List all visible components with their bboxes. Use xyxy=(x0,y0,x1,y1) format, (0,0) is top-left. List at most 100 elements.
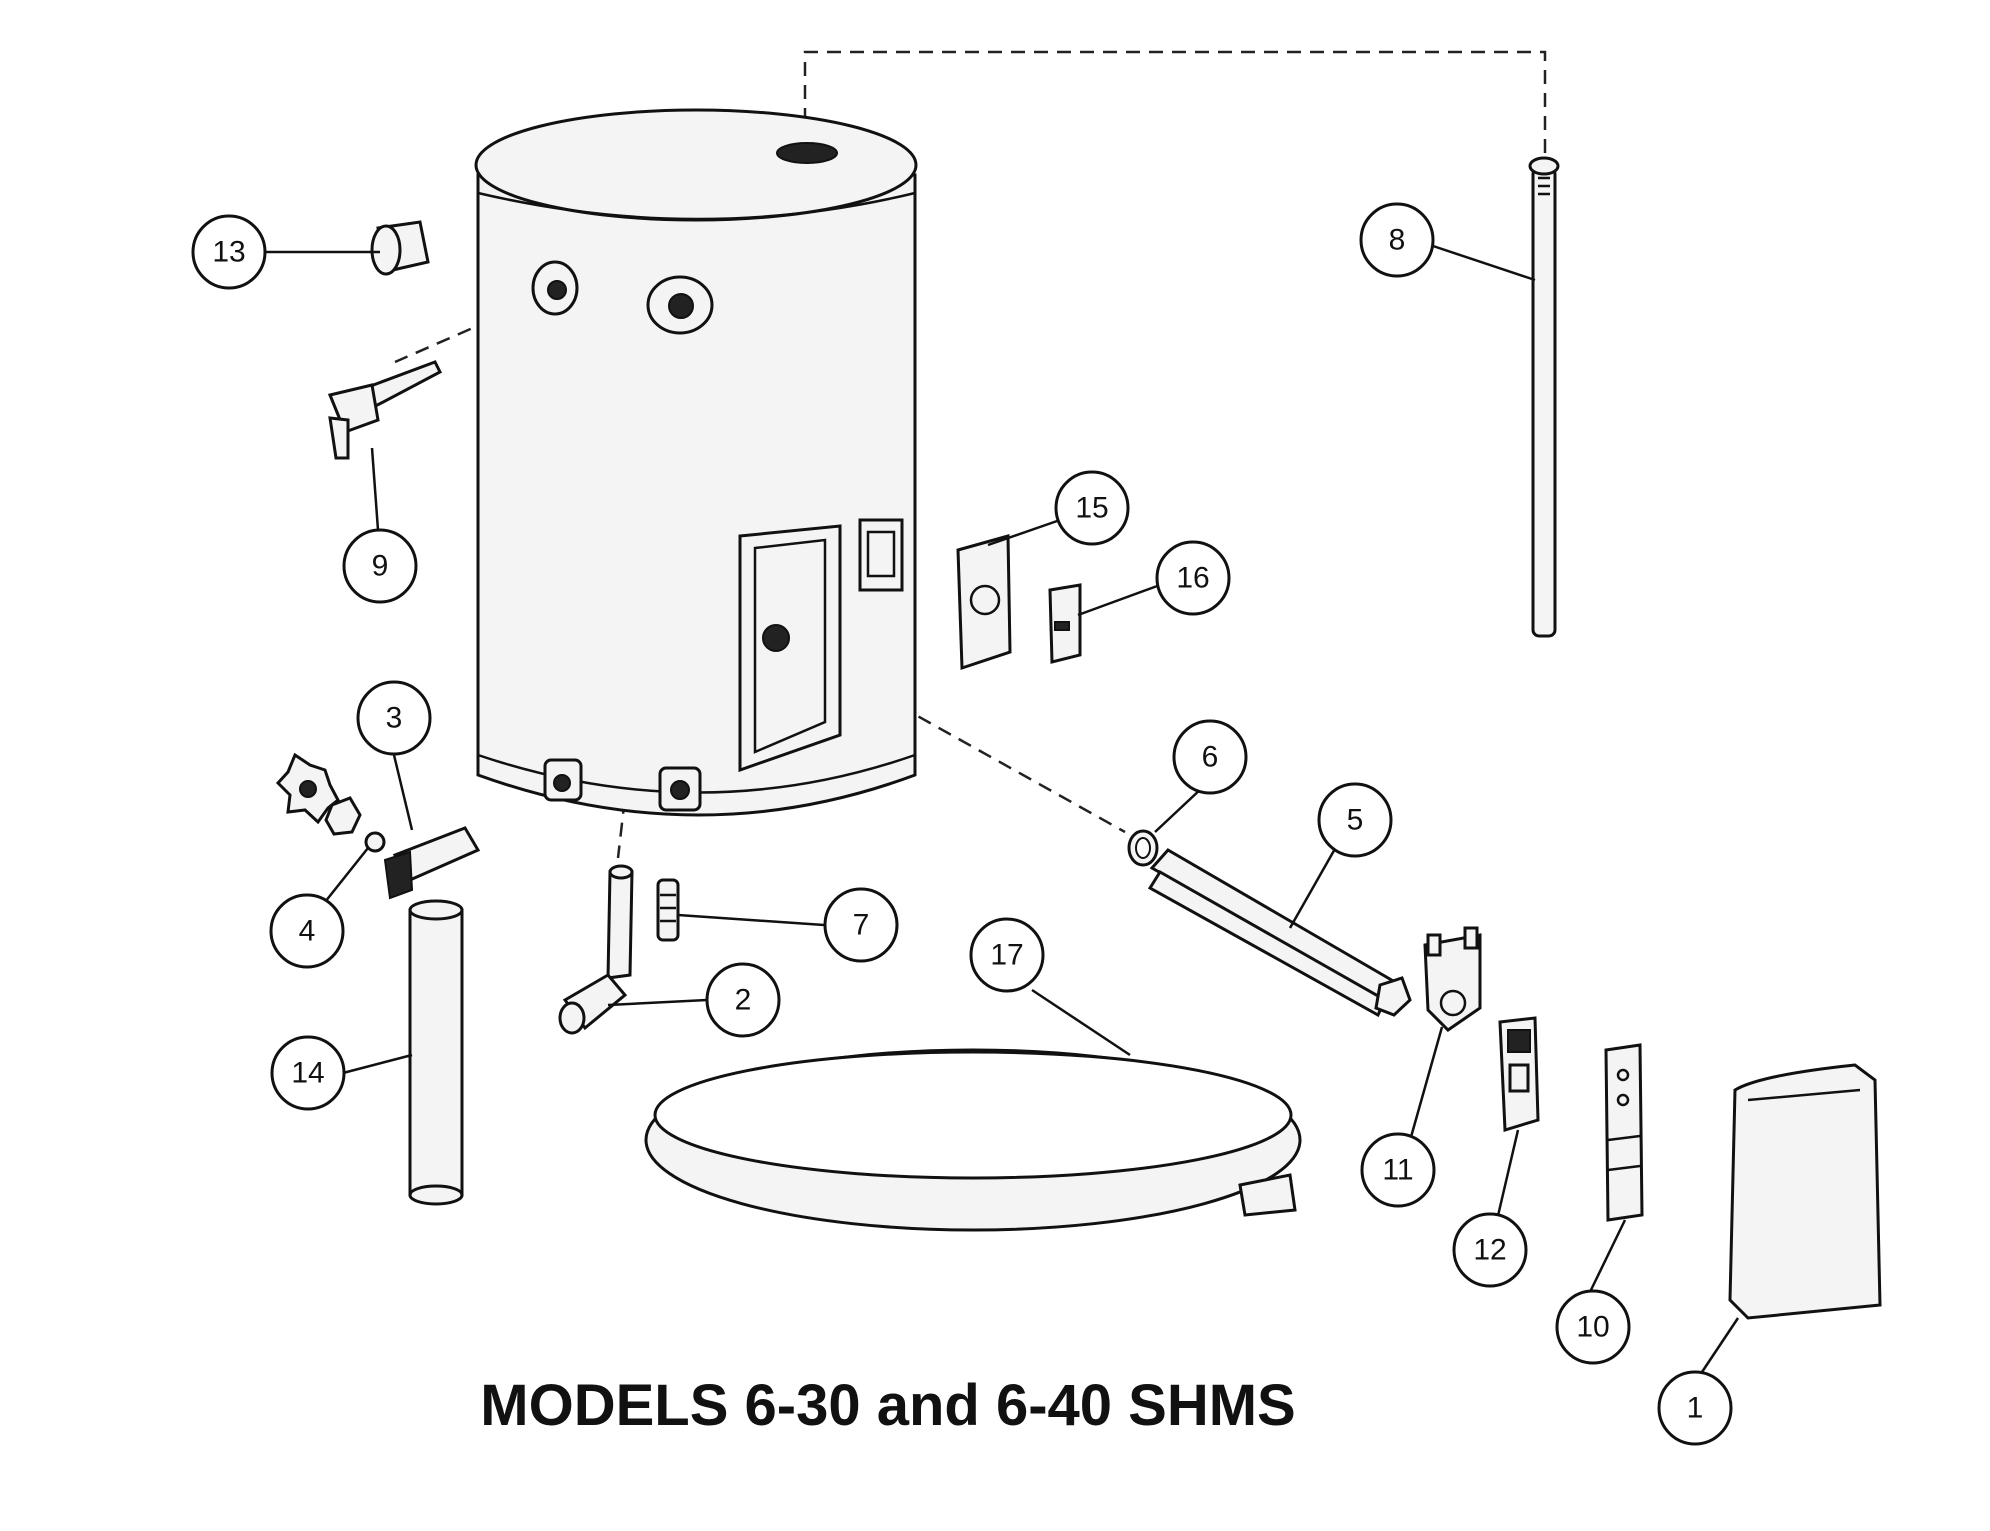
diagram-title: MODELS 6-30 and 6-40 SHMS xyxy=(480,1373,1295,1438)
callout-7-label: 7 xyxy=(853,909,870,942)
part-17-strap xyxy=(644,1048,1302,1232)
part-13-bushing xyxy=(370,220,430,276)
thermostat-window-inner xyxy=(866,530,896,578)
drain-valve-washer xyxy=(364,831,386,853)
leader-9 xyxy=(370,447,380,531)
thermostat-dial xyxy=(969,584,1001,616)
lower-fitting-left-hole xyxy=(553,774,571,792)
callout-3-label: 3 xyxy=(386,702,403,735)
callout-5: 5 xyxy=(1317,782,1393,858)
bracket-hole-2 xyxy=(1616,1093,1630,1107)
access-panel-opening xyxy=(738,524,842,773)
element-loop-lower xyxy=(1147,869,1387,1018)
part-15-thermostat xyxy=(956,534,1012,671)
callout-3: 3 xyxy=(356,680,432,756)
anode-dashed-line xyxy=(803,50,1547,158)
part-16-cover xyxy=(1048,583,1082,664)
pipe-top xyxy=(408,899,464,921)
callout-17: 17 xyxy=(969,917,1045,993)
nipple-body xyxy=(656,878,680,942)
element-port xyxy=(762,624,790,652)
leader-1 xyxy=(1698,1317,1740,1376)
callout-14: 14 xyxy=(270,1035,346,1111)
callout-16-label: 16 xyxy=(1176,562,1209,595)
callout-15-label: 15 xyxy=(1075,492,1108,525)
callout-11: 11 xyxy=(1360,1132,1436,1208)
access-panel-inner xyxy=(753,538,827,754)
callouts: 13 9 8 15 16 3 6 5 4 7 17 2 14 11 12 10 … xyxy=(191,202,1733,1446)
callout-10: 10 xyxy=(1555,1289,1631,1365)
part-14-pipe xyxy=(408,899,464,1206)
callout-6: 6 xyxy=(1172,719,1248,795)
element-dashed-line xyxy=(777,636,1126,834)
switch-face xyxy=(1508,1063,1530,1093)
leader-3 xyxy=(392,754,414,831)
leader-2 xyxy=(607,998,708,1007)
callout-13: 13 xyxy=(191,214,267,290)
pipe-bottom xyxy=(408,1184,464,1206)
anode-port xyxy=(776,142,838,164)
thermostat-window xyxy=(858,518,904,592)
leader-6 xyxy=(1154,786,1204,833)
access-cover-body xyxy=(1728,1063,1882,1320)
callout-10-label: 10 xyxy=(1576,1311,1609,1344)
cold-inlet-port-hole xyxy=(668,293,694,319)
part-10-bracket xyxy=(1604,1043,1644,1222)
callout-12: 12 xyxy=(1452,1212,1528,1288)
leader-16 xyxy=(1077,583,1161,617)
callout-6-label: 6 xyxy=(1202,741,1219,774)
element-loop-upper xyxy=(1149,848,1398,1003)
callout-8-label: 8 xyxy=(1389,224,1406,257)
callout-1: 1 xyxy=(1657,1370,1733,1446)
leader-17 xyxy=(1031,988,1131,1057)
lower-fitting-right-hole xyxy=(670,780,690,800)
callout-12-label: 12 xyxy=(1473,1234,1506,1267)
tank-top xyxy=(474,108,918,222)
callout-9: 9 xyxy=(342,528,418,604)
terminal-post-left xyxy=(1426,933,1442,957)
relief-valve-port-hole xyxy=(547,280,567,300)
callout-4-label: 4 xyxy=(299,915,316,948)
part-8-anode-rod xyxy=(1528,156,1560,638)
part-1-access-cover xyxy=(1728,1063,1882,1320)
callout-4: 4 xyxy=(269,893,345,969)
leader-12 xyxy=(1495,1129,1520,1221)
dip-tube-top xyxy=(608,864,634,880)
dip-tube-upper xyxy=(606,870,634,980)
callout-17-label: 17 xyxy=(990,939,1023,972)
element-head xyxy=(1374,976,1412,1017)
cover-tab xyxy=(1054,621,1070,631)
leader-14 xyxy=(342,1053,413,1075)
bracket-fold-2 xyxy=(1607,1164,1641,1172)
gasket-hole xyxy=(1135,837,1151,859)
part-9-relief-valve xyxy=(327,360,442,460)
callout-16: 16 xyxy=(1155,540,1231,616)
callout-2: 2 xyxy=(705,962,781,1038)
part-11-terminal-block xyxy=(1423,926,1482,1032)
drain-valve-knob-center xyxy=(299,780,317,798)
leader-11 xyxy=(1409,1026,1444,1138)
bushing-face xyxy=(370,224,402,276)
leader-15 xyxy=(987,518,1061,547)
water-heater-tank xyxy=(474,108,918,817)
callout-5-label: 5 xyxy=(1347,804,1364,837)
leader-7 xyxy=(677,913,825,927)
part-2-dip-tube xyxy=(558,864,634,1035)
bracket-hole-1 xyxy=(1616,1068,1630,1082)
access-cover-lip xyxy=(1747,1088,1861,1102)
part-6-gasket xyxy=(1127,829,1159,867)
part-5-heating-element xyxy=(1147,848,1412,1018)
anode-rod-body xyxy=(1531,166,1557,638)
anode-rod-head xyxy=(1528,156,1560,176)
drain-valve-handle xyxy=(383,850,414,900)
leader-10 xyxy=(1588,1219,1627,1293)
relief-valve-outlet xyxy=(328,416,350,460)
bracket-fold-1 xyxy=(1607,1134,1641,1142)
callout-13-label: 13 xyxy=(212,236,245,269)
drain-valve-nut xyxy=(324,796,362,836)
callout-11-label: 11 xyxy=(1382,1154,1413,1187)
thermostat-plate xyxy=(956,534,1012,671)
dip-tube-end xyxy=(558,1001,586,1035)
pipe-body xyxy=(408,908,464,1197)
